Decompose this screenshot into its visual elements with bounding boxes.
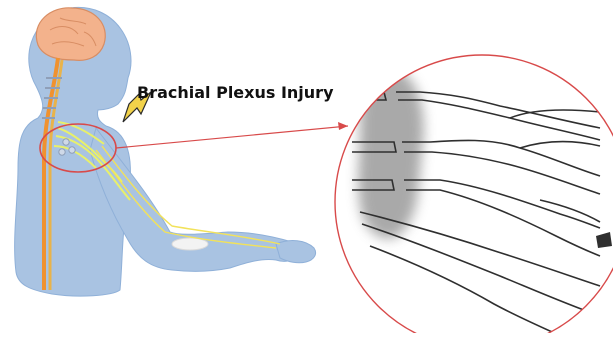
pointer-line bbox=[116, 126, 348, 148]
diagram-title: Brachial Plexus Injury bbox=[137, 83, 334, 102]
hand bbox=[276, 241, 316, 263]
pointer-arrowhead bbox=[338, 122, 348, 130]
forearm-patch bbox=[172, 238, 208, 250]
brain-icon bbox=[36, 8, 105, 61]
magnified-view bbox=[335, 55, 613, 333]
human-figure bbox=[15, 7, 316, 296]
